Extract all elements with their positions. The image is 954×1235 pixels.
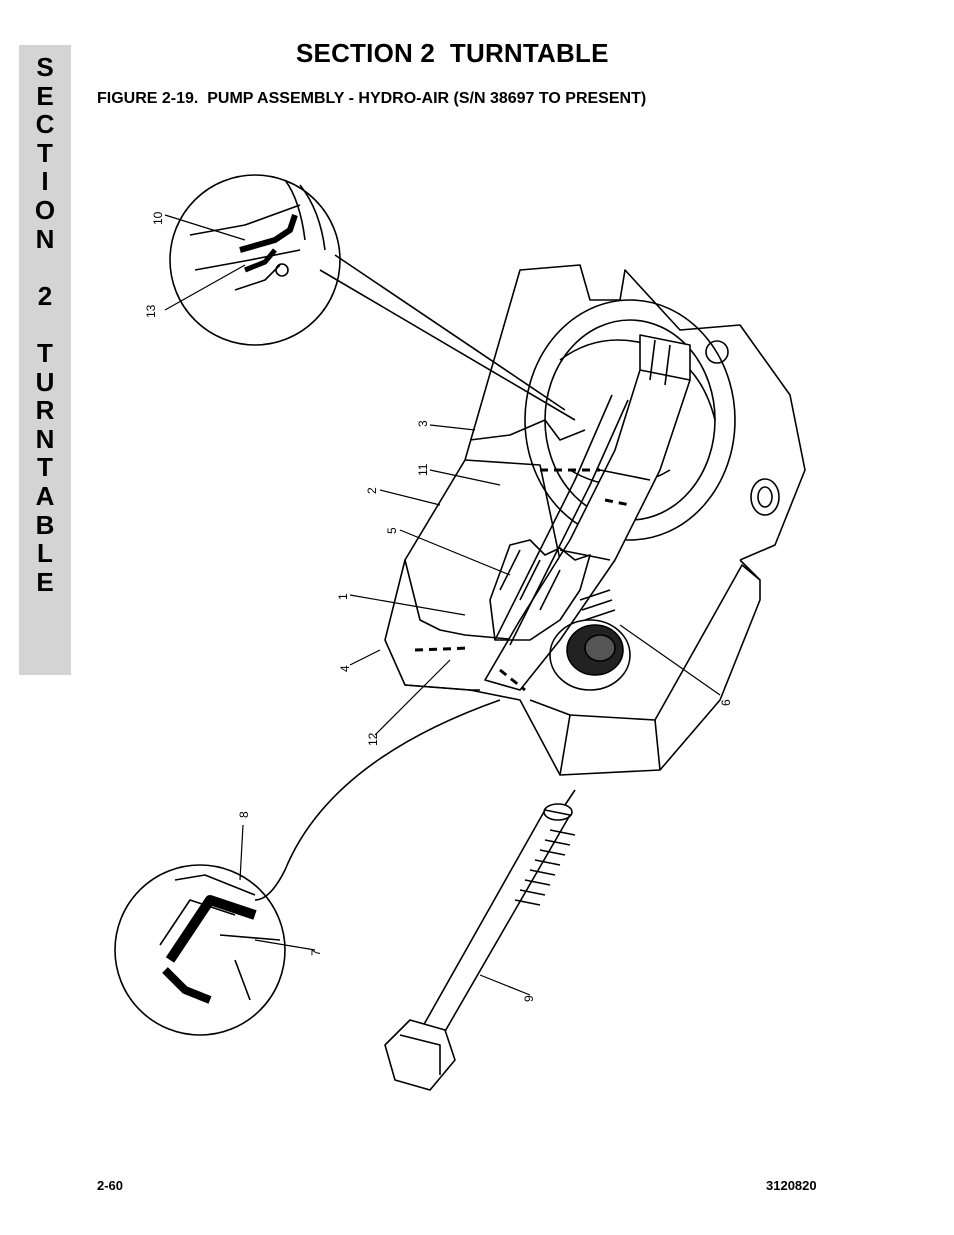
tie-bolt [384,789,576,1091]
callout-8: 8 [237,811,251,818]
callout-2: 2 [365,487,379,494]
port-fitting [549,589,631,691]
drive-shaft [484,334,691,691]
figure-title: FIGURE 2-19. PUMP ASSEMBLY - HYDRO-AIR (… [97,90,647,107]
callout-1: 1 [336,593,350,600]
callout-3: 3 [416,420,430,427]
side-tab-letter: T [37,452,53,483]
side-tab-letter: 2 [37,280,53,311]
callout-11: 11 [416,463,430,476]
side-tab-letter: T [37,337,53,368]
side-tab-letter: L [37,538,53,569]
side-tab-letter: T [37,137,53,168]
callout-5: 5 [385,527,399,534]
callout-13: 13 [144,304,158,318]
detail-inset-bottom [114,699,501,1036]
document-number: 3120820 [766,1178,817,1193]
side-tab-letter: A [35,480,55,511]
side-tab-letter: S [36,52,54,82]
page-number: 2-60 [97,1178,124,1193]
side-tab-letter: B [35,509,55,540]
callout-6: 6 [719,699,733,706]
side-tab-letter: E [36,566,54,597]
callout-10: 10 [151,211,165,225]
side-tab-letter: C [35,109,55,140]
side-tab-letter: O [34,194,56,225]
callout-numbers: 10 13 3 11 2 5 1 4 12 6 8 7 9 [144,211,733,1002]
callout-7: 7 [309,949,323,956]
side-tab-letters: S E C T I O N 2 T U R N T A B L E [19,53,71,596]
side-tab-letter: I [41,166,49,197]
detail-inset-top [169,174,576,421]
bearing-seal-lines [414,468,631,692]
callout-4: 4 [338,665,352,672]
section-side-tab: S E C T I O N 2 T U R N T A B L E [19,45,71,675]
callout-12: 12 [366,732,380,746]
side-tab-letter: N [35,423,55,454]
callout-9: 9 [522,995,536,1002]
side-tab-letter: N [35,223,55,254]
section-title: SECTION 2 TURNTABLE [296,38,609,68]
callout-leaders [164,214,721,996]
side-tab-letter: R [35,395,55,426]
side-tab-letter: E [36,80,54,111]
side-tab-letter: U [35,366,55,397]
